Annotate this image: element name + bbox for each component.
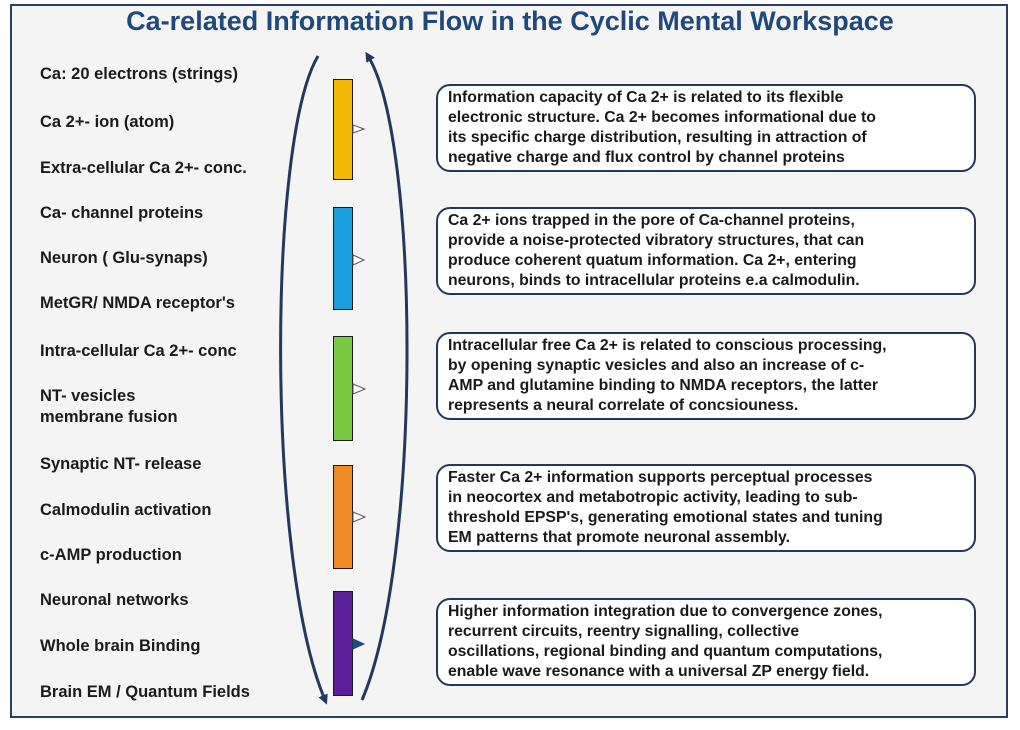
info-box-3: Intracellular free Ca 2+ is related to c… [436,332,976,420]
pointer-arrow-1 [352,124,366,134]
label-nt-release: Synaptic NT- release [40,455,202,473]
pointer-arrow-3 [352,383,367,395]
box-4-line-2: in neocortex and metabotropic activity, … [448,489,858,506]
label-calmodulin: Calmodulin activation [40,501,212,519]
label-ca-electrons: Ca: 20 electrons (strings) [40,65,239,83]
box-4-line-3: threshold EPSP's, generating emotional s… [448,509,883,526]
label-brain-binding: Whole brain Binding [40,637,201,655]
label-membrane-fusion: membrane fusion [40,408,178,426]
box-2-line-1: Ca 2+ ions trapped in the pore of Ca-cha… [448,212,855,229]
info-box-5: Higher information integration due to co… [436,598,976,686]
box-5-line-3: oscillations, regional binding and quant… [448,643,883,660]
info-box-4: Faster Ca 2+ information supports percep… [436,464,976,552]
box-5-line-2: recurrent circuits, reentry signalling, … [448,623,800,640]
box-2-line-3: produce coherent quatum information. Ca … [448,252,857,269]
box-4-line-4: EM patterns that promote neuronal assemb… [448,529,791,546]
pointer-arrow-2 [352,254,366,266]
box-5-line-4: enable wave resonance with a universal Z… [448,663,870,680]
box-1-line-2: electronic structure. Ca 2+ becomes info… [448,109,876,126]
box-3-line-4: represents a neural correlate of concsio… [448,397,799,414]
label-receptor: MetGR/ NMDA receptor's [40,294,235,312]
cycle-arrow-left [279,55,328,705]
box-5-line-1: Higher information integration due to co… [448,603,883,620]
box-3-line-2: by opening synaptic vesicles and also an… [448,357,865,374]
box-3-line-1: Intracellular free Ca 2+ is related to c… [448,337,887,354]
box-2-line-2: provide a noise-protected vibratory stru… [448,232,865,249]
box-4-line-1: Faster Ca 2+ information supports percep… [448,469,873,486]
label-ca-ion: Ca 2+- ion (atom) [40,113,175,131]
box-2-line-4: neurons, binds to intracellular proteins… [448,272,860,289]
box-1-line-4: negative charge and flux control by chan… [448,149,845,166]
page-title: Ca-related Information Flow in the Cycli… [126,6,894,36]
info-box-1: Information capacity of Ca 2+ is related… [436,84,976,172]
label-intracellular-ca: Intra-cellular Ca 2+- conc [40,342,237,360]
box-1-line-1: Information capacity of Ca 2+ is related… [448,89,844,106]
info-box-2: Ca 2+ ions trapped in the pore of Ca-cha… [436,207,976,295]
label-neuron: Neuron ( Glu-synaps) [40,249,208,267]
label-ca-channel: Ca- channel proteins [40,204,204,222]
pointer-arrow-5 [352,638,366,650]
label-camp: c-AMP production [40,546,182,564]
box-3-line-3: AMP and glutamine binding to NMDA recept… [448,377,879,394]
label-nt-vesicles: NT- vesicles [40,387,136,405]
label-extracellular-ca: Extra-cellular Ca 2+- conc. [40,159,247,177]
cycle-arrow-right [360,51,409,701]
label-em-fields: Brain EM / Quantum Fields [40,683,250,701]
box-1-line-3: its specific charge distribution, result… [448,129,867,146]
label-neuronal-networks: Neuronal networks [40,591,189,609]
pointer-arrow-4 [352,511,367,523]
